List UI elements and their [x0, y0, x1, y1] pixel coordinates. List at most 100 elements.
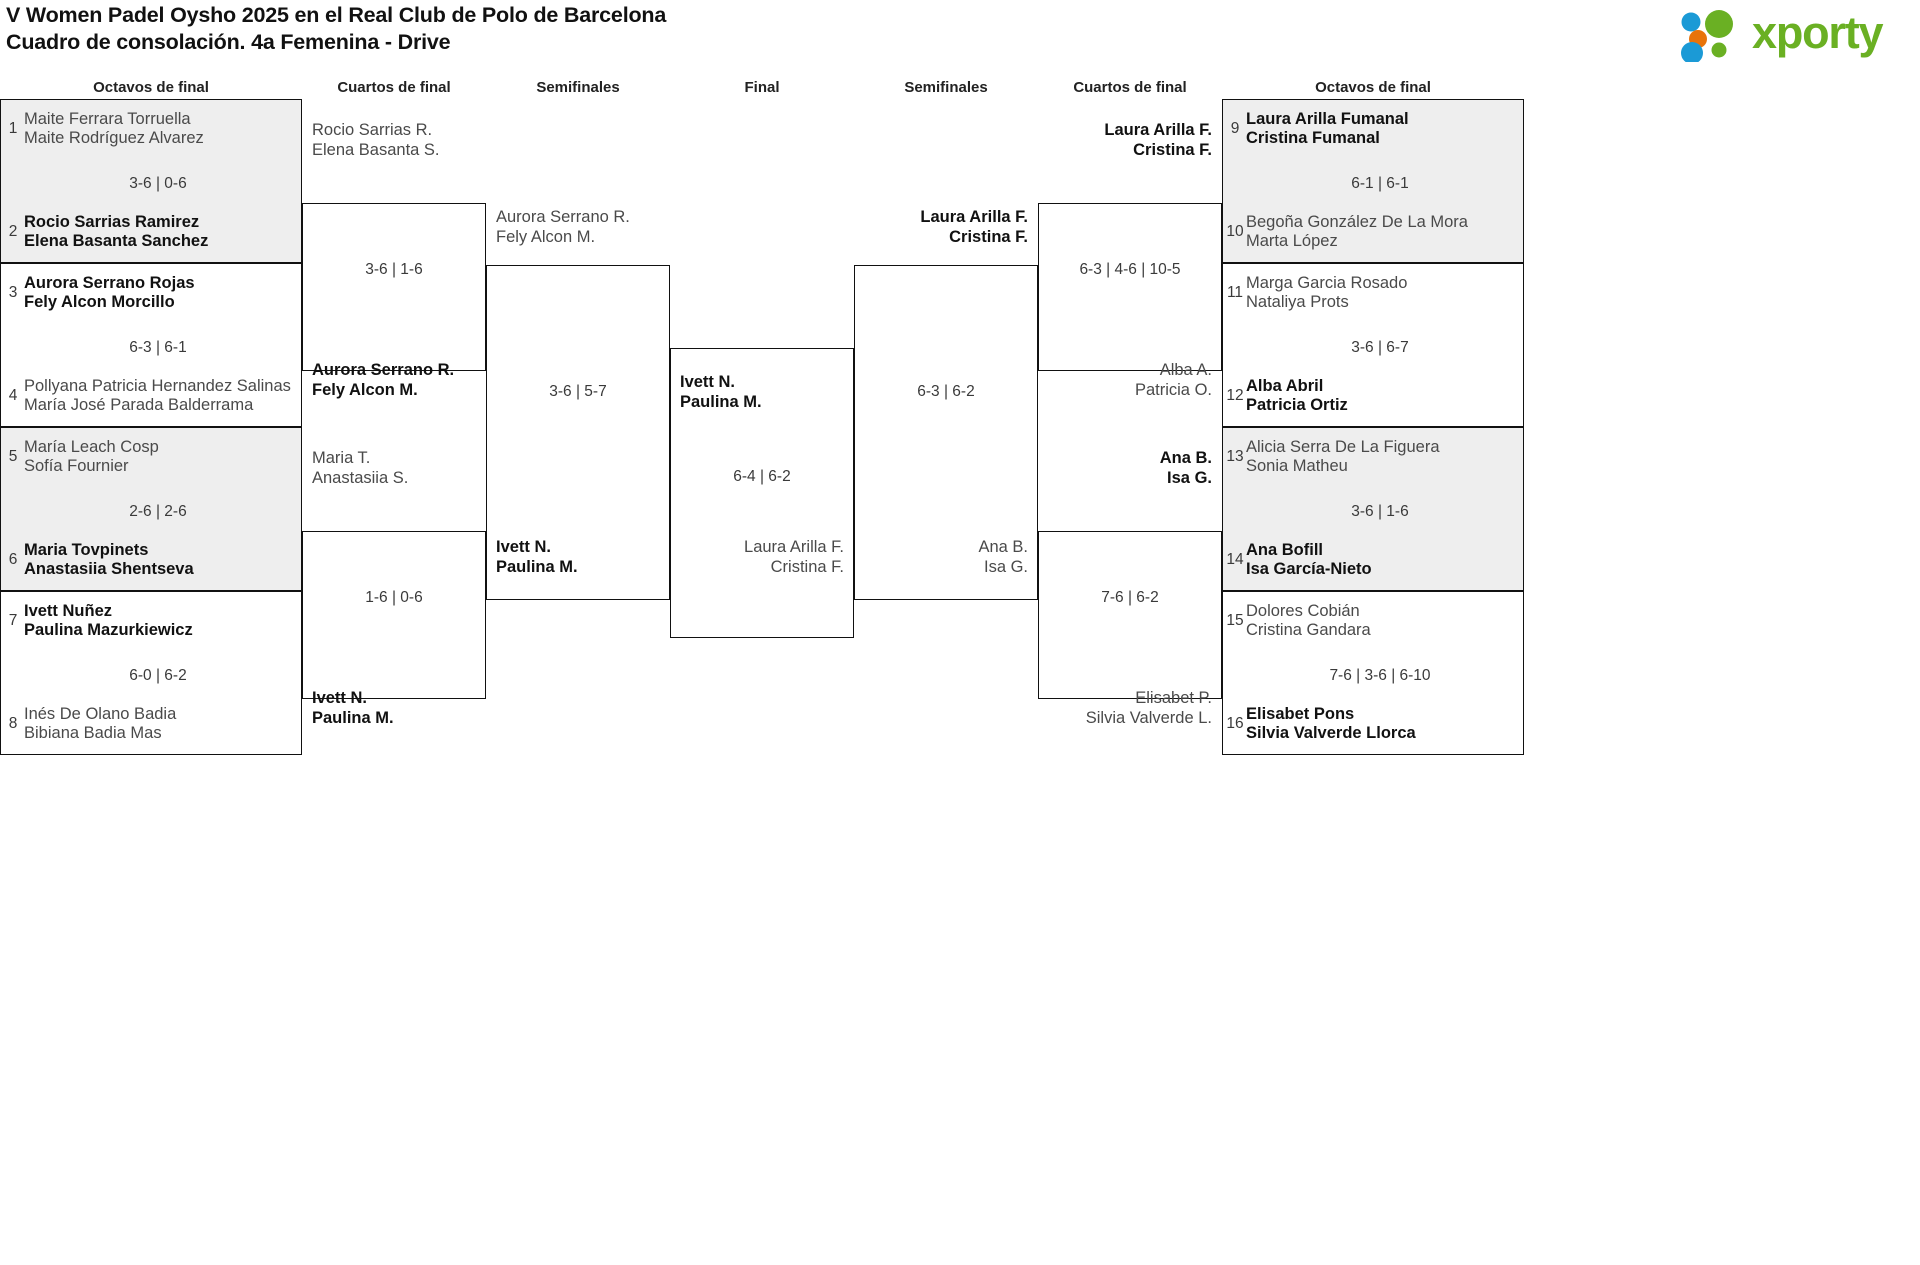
- player-name: Laura Arilla F.: [920, 208, 1028, 226]
- player-name: Marta López: [1246, 232, 1338, 250]
- player-name: Cristina Fumanal: [1246, 129, 1380, 147]
- octavos-match-box[interactable]: [0, 591, 302, 755]
- player-name: Maria Tovpinets: [24, 540, 149, 559]
- player-name: Fely Alcon M.: [496, 227, 596, 246]
- octavos-match-box[interactable]: [0, 263, 302, 427]
- seed-number: 3: [8, 284, 18, 301]
- octavos-match-box[interactable]: [1222, 99, 1524, 263]
- seed-number: 2: [8, 223, 18, 240]
- player-name: Laura Arilla Fumanal: [1246, 109, 1409, 128]
- octavos-match-box[interactable]: [0, 427, 302, 591]
- seed-number: 11: [1226, 284, 1244, 301]
- advancing-pair: Rocio Sarrias R.Elena Basanta S.: [312, 121, 480, 160]
- advancing-pair: Ana B.Isa G.: [860, 538, 1028, 577]
- seed-number: 12: [1226, 387, 1244, 404]
- advancing-pair: Ana B.Isa G.: [1044, 449, 1212, 488]
- player-name: Paulina Mazurkiewicz: [24, 621, 193, 639]
- player-name: Silvia Valverde L.: [1085, 708, 1212, 727]
- octavos-match-box[interactable]: [1222, 263, 1524, 427]
- match-score: 6-3 | 6-2: [917, 383, 975, 400]
- player-name: Dolores Cobián: [1246, 601, 1360, 620]
- seed-number: 1: [8, 120, 18, 137]
- player-name: Alba Abril: [1246, 376, 1324, 395]
- match-score: 3-6 | 0-6: [129, 175, 187, 192]
- player-name: Ivett N.: [680, 373, 736, 391]
- semifinal-match-box[interactable]: [486, 265, 670, 600]
- match-score: 1-6 | 0-6: [365, 589, 423, 606]
- player-name: Cristina F.: [1133, 140, 1212, 159]
- advancing-pair: Aurora Serrano R.Fely Alcon M.: [496, 208, 664, 247]
- player-name: Silvia Valverde Llorca: [1246, 724, 1416, 742]
- player-name: Rocio Sarrias R.: [312, 121, 433, 139]
- match-score: 3-6 | 5-7: [549, 383, 607, 400]
- seed-number: 7: [8, 612, 18, 629]
- player-name: Ivett N.: [312, 689, 368, 707]
- cuartos-match-box[interactable]: [1038, 531, 1222, 699]
- semifinal-match-box[interactable]: [854, 265, 1038, 600]
- seed-number: 9: [1230, 120, 1240, 137]
- cuartos-match-box[interactable]: [302, 203, 486, 371]
- match-score: 2-6 | 2-6: [129, 503, 187, 520]
- player-name: Cristina Gandara: [1246, 621, 1371, 639]
- round-heading-final: Final: [744, 79, 780, 96]
- player-name: Ivett N.: [496, 538, 552, 556]
- match-score: 3-6 | 1-6: [1351, 503, 1409, 520]
- match-score: 3-6 | 6-7: [1351, 339, 1409, 356]
- seed-number: 5: [8, 448, 18, 465]
- cuartos-match-box[interactable]: [1038, 203, 1222, 371]
- player-name: Rocio Sarrias Ramirez: [24, 212, 200, 231]
- final-match-box[interactable]: [670, 348, 854, 638]
- player-name: Paulina M.: [680, 392, 762, 411]
- match-score: 6-1 | 6-1: [1351, 175, 1409, 192]
- player-name: Anastasiia S.: [312, 468, 409, 487]
- round-heading-left-cuartos: Cuartos de final: [337, 79, 451, 96]
- player-name: Elisabet P.: [1135, 689, 1212, 707]
- player-name: Aurora Serrano R.: [312, 361, 455, 379]
- logo-wordmark: xporty: [1752, 7, 1884, 58]
- match-score: 6-3 | 6-1: [129, 339, 187, 356]
- player-name: Aurora Serrano Rojas: [24, 273, 195, 292]
- player-name: Patricia Ortiz: [1246, 396, 1348, 414]
- player-name: Nataliya Prots: [1246, 293, 1349, 311]
- round-heading-right-cuartos: Cuartos de final: [1073, 79, 1187, 96]
- player-name: Ana Bofill: [1246, 540, 1323, 559]
- cuartos-match-box[interactable]: [302, 531, 486, 699]
- advancing-pair: Elisabet P.Silvia Valverde L.: [1044, 689, 1212, 728]
- advancing-pair: Laura Arilla F.Cristina F.: [860, 208, 1028, 247]
- player-name: Marga Garcia Rosado: [1246, 273, 1408, 292]
- player-name: Ana B.: [1159, 449, 1212, 467]
- advancing-pair: Laura Arilla F.Cristina F.: [676, 538, 844, 577]
- octavos-match-box[interactable]: [1222, 591, 1524, 755]
- bracket-subtitle: Cuadro de consolación. 4a Femenina - Dri…: [6, 30, 451, 54]
- round-heading-left-semis: Semifinales: [536, 79, 620, 96]
- seed-number: 16: [1226, 715, 1244, 732]
- player-name: Cristina F.: [949, 227, 1028, 246]
- player-name: Maria T.: [312, 449, 371, 467]
- player-name: Isa García-Nieto: [1246, 560, 1372, 578]
- match-score: 7-6 | 6-2: [1101, 589, 1159, 606]
- xporty-logo: xporty: [1678, 6, 1908, 62]
- advancing-pair: Maria T.Anastasiia S.: [312, 449, 480, 488]
- octavos-match-box[interactable]: [1222, 427, 1524, 591]
- octavos-match-box[interactable]: [0, 99, 302, 263]
